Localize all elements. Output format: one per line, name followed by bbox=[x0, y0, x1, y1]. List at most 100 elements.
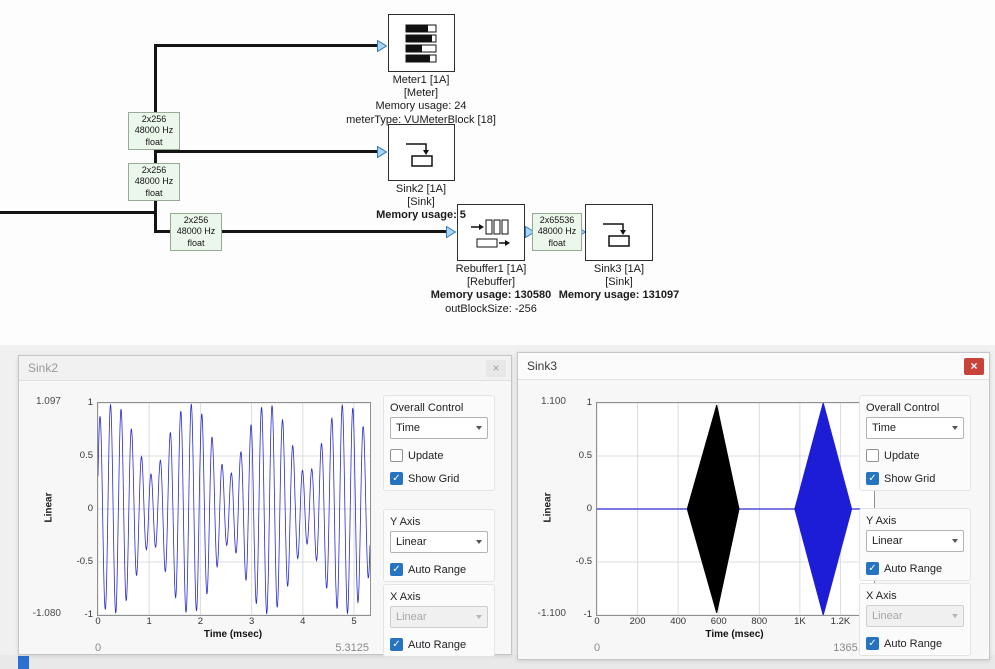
show-grid-checkbox[interactable] bbox=[866, 472, 879, 485]
update-row[interactable]: Update bbox=[866, 449, 964, 462]
window-title: Sink3 bbox=[527, 359, 558, 373]
update-row[interactable]: Update bbox=[390, 449, 488, 462]
x-tick-label: 400 bbox=[670, 616, 687, 627]
wire bbox=[0, 211, 156, 214]
x-axis-group-label: X Axis bbox=[390, 591, 421, 603]
y-scale-value: Linear bbox=[396, 536, 427, 548]
y-min-value: -1.100 bbox=[537, 608, 566, 619]
x-tick-label: 800 bbox=[751, 616, 768, 627]
chevron-down-icon bbox=[476, 426, 482, 430]
input-port-icon[interactable] bbox=[377, 145, 388, 159]
y-scale-value: Linear bbox=[872, 535, 903, 547]
sink3-window: Sink3 × 1.100 -1.100 Linear Time (msec) … bbox=[517, 352, 990, 660]
y-auto-range-label: Auto Range bbox=[884, 562, 943, 575]
block-sink2[interactable] bbox=[388, 124, 455, 181]
wire-format-label: 2x256 48000 Hz float bbox=[170, 213, 222, 251]
wire-size: 2x256 bbox=[141, 165, 167, 175]
domain-select[interactable]: Time bbox=[866, 417, 964, 439]
block-type: [Sink] bbox=[605, 276, 633, 289]
x-start-value: 0 bbox=[594, 642, 601, 654]
y-auto-range-checkbox[interactable] bbox=[866, 562, 879, 575]
sink2-plot[interactable] bbox=[97, 402, 371, 616]
update-checkbox[interactable] bbox=[866, 449, 879, 462]
wire bbox=[154, 230, 448, 233]
y-auto-range-row[interactable]: Auto Range bbox=[866, 562, 964, 575]
overall-control-group: Overall Control Time Update Show Grid bbox=[383, 395, 495, 491]
block-memory: Memory usage: 131097 bbox=[558, 289, 680, 302]
plot-canvas bbox=[97, 402, 371, 616]
update-label: Update bbox=[884, 449, 920, 462]
x-tick-label: 3 bbox=[248, 616, 255, 627]
input-port-icon[interactable] bbox=[446, 225, 457, 239]
y-tick-label: 0.5 bbox=[578, 450, 592, 461]
wire-type: float bbox=[187, 237, 205, 248]
input-port-icon[interactable] bbox=[377, 39, 388, 53]
y-tick-label: -1 bbox=[583, 609, 592, 620]
x-axis-group: X Axis Linear Auto Range bbox=[859, 583, 971, 656]
y-axis-group-label: Y Axis bbox=[866, 515, 897, 527]
show-grid-label: Show Grid bbox=[408, 472, 460, 485]
y-scale-select[interactable]: Linear bbox=[866, 530, 964, 552]
block-rebuffer1[interactable] bbox=[457, 204, 525, 261]
window-title: Sink2 bbox=[28, 361, 59, 375]
update-label: Update bbox=[408, 449, 444, 462]
sink3-body: 1.100 -1.100 Linear Time (msec) 0 1365.3… bbox=[518, 380, 989, 661]
block-memory: Memory usage: 130580 bbox=[430, 289, 552, 302]
show-grid-label: Show Grid bbox=[884, 472, 936, 485]
block-title: Sink2 [1A] bbox=[395, 183, 447, 195]
block-type: [Meter] bbox=[403, 87, 439, 100]
x-start-value: 0 bbox=[95, 642, 102, 654]
block-title: Sink3 [1A] bbox=[593, 263, 645, 275]
diagram-canvas[interactable]: 2x256 48000 Hz float 2x256 48000 Hz floa… bbox=[0, 0, 995, 345]
y-tick-label: -0.5 bbox=[575, 556, 592, 567]
y-auto-range-checkbox[interactable] bbox=[390, 563, 403, 576]
sink-icon bbox=[405, 142, 433, 167]
domain-select-value: Time bbox=[396, 422, 421, 434]
output-port-icon[interactable] bbox=[525, 225, 536, 239]
x-end-value: 1365.31 bbox=[833, 642, 873, 654]
show-grid-row[interactable]: Show Grid bbox=[390, 472, 488, 485]
taskbar-accent bbox=[18, 656, 29, 669]
block-caption-sink2: Sink2 [1A] [Sink] Memory usage: 5 bbox=[376, 183, 466, 223]
wire-rate: 48000 Hz bbox=[134, 125, 174, 136]
chevron-down-icon bbox=[476, 540, 482, 544]
x-auto-range-checkbox[interactable] bbox=[390, 638, 403, 651]
x-tick-label: 600 bbox=[710, 616, 727, 627]
y-tick-label: 0 bbox=[586, 503, 592, 514]
block-caption-meter1: Meter1 [1A] [Meter] Memory usage: 24 met… bbox=[346, 74, 496, 127]
close-icon[interactable]: × bbox=[964, 357, 984, 375]
block-title: Rebuffer1 [1A] bbox=[455, 263, 527, 275]
block-sink3[interactable] bbox=[585, 204, 653, 261]
domain-select[interactable]: Time bbox=[390, 417, 488, 439]
block-param: outBlockSize: -256 bbox=[445, 302, 537, 315]
y-max-value: 1.100 bbox=[540, 396, 566, 407]
x-scale-select: Linear bbox=[866, 605, 964, 627]
chevron-down-icon bbox=[952, 614, 958, 618]
y-axis-group: Y Axis Linear Auto Range bbox=[383, 509, 495, 582]
y-auto-range-row[interactable]: Auto Range bbox=[390, 563, 488, 576]
update-checkbox[interactable] bbox=[390, 449, 403, 462]
x-scale-value: Linear bbox=[396, 611, 427, 623]
wire-rate: 48000 Hz bbox=[537, 226, 577, 237]
sink3-plot[interactable] bbox=[596, 401, 875, 617]
overall-control-label: Overall Control bbox=[866, 402, 940, 414]
close-icon[interactable]: × bbox=[486, 359, 506, 377]
block-memory: Memory usage: 24 bbox=[375, 100, 467, 113]
rebuffer-icon bbox=[471, 219, 510, 247]
x-tick-label: 5 bbox=[351, 616, 357, 627]
chevron-down-icon bbox=[476, 615, 482, 619]
show-grid-checkbox[interactable] bbox=[390, 472, 403, 485]
y-scale-select[interactable]: Linear bbox=[390, 531, 488, 553]
x-auto-range-checkbox[interactable] bbox=[866, 637, 879, 650]
sink3-titlebar[interactable]: Sink3 × bbox=[518, 353, 989, 380]
block-meter1[interactable] bbox=[388, 14, 455, 72]
x-auto-range-row[interactable]: Auto Range bbox=[390, 638, 488, 651]
show-grid-row[interactable]: Show Grid bbox=[866, 472, 964, 485]
sink2-titlebar[interactable]: Sink2 × bbox=[19, 356, 511, 381]
x-auto-range-row[interactable]: Auto Range bbox=[866, 637, 964, 650]
x-axis-label: Time (msec) bbox=[203, 629, 263, 640]
sink2-body: 1.097 -1.080 Linear Time (msec) 0 5.3125… bbox=[19, 381, 511, 657]
x-auto-range-label: Auto Range bbox=[884, 637, 943, 650]
x-axis-group-label: X Axis bbox=[866, 590, 897, 602]
